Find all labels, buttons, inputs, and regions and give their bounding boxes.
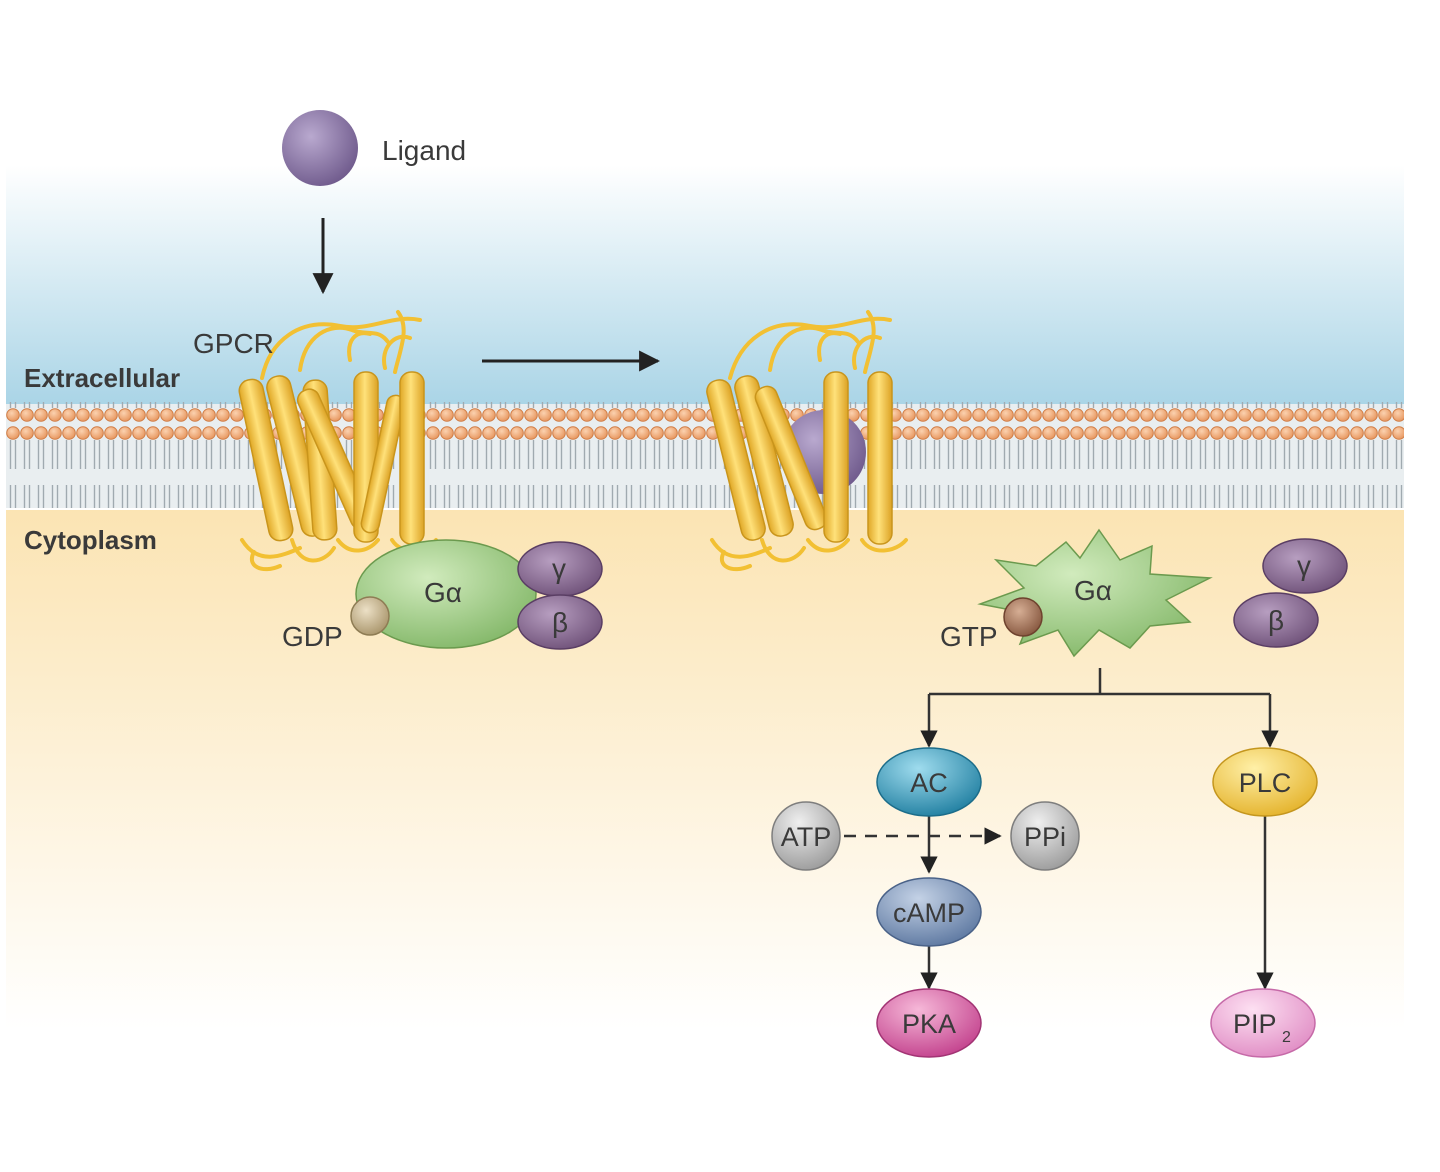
ppi-node [1010,801,1080,871]
ac-node [876,747,982,817]
ac-label: AC [910,768,948,798]
camp-node [876,877,982,947]
gpcr-active-helix-5 [867,371,893,545]
gdp-label: GDP [282,621,343,652]
cytoplasm-label: Cytoplasm [24,525,157,555]
gpcr-active-helix-4 [823,371,849,543]
gpcr-active-helix-2 [734,375,794,537]
gdp-molecule [350,596,390,636]
ppi-label: PPi [1024,822,1066,852]
gpcr-helix-6 [360,394,406,534]
pip2-node [1210,988,1316,1058]
g-gamma-inactive-label: γ [552,553,566,584]
galpha-branch-connector [929,668,1270,696]
plc-label: PLC [1239,768,1292,798]
gpcr-active-helix-1 [706,379,766,541]
gpcr-active-intracellular-loops [710,538,908,572]
pip2-subscript: 2 [1282,1029,1291,1046]
pip2-label: PIP [1233,1009,1277,1039]
g-beta-active-label: β [1268,605,1284,636]
pka-label: PKA [902,1009,956,1039]
pka-node [876,988,982,1058]
extracellular-label: Extracellular [24,363,180,393]
ligand-label: Ligand [382,135,466,166]
extracellular-space [6,165,1404,407]
plasma-membrane [6,402,1404,508]
galpha-active-label: Gα [1074,575,1112,606]
gpcr-intracellular-loops [240,538,438,572]
g-beta-inactive [517,594,603,650]
gtp-label: GTP [940,621,998,652]
gpcr-active-helix-3 [754,385,828,531]
ligand-molecule [282,110,358,186]
g-gamma-active [1262,538,1348,594]
camp-label: cAMP [893,898,965,928]
atp-node [771,801,841,871]
cytoplasm-space [6,510,1404,1030]
g-beta-active [1233,592,1319,648]
gpcr-inactive [238,310,438,572]
g-beta-inactive-label: β [552,607,568,638]
g-gamma-active-label: γ [1297,550,1311,581]
gpcr-helix-1 [238,378,294,542]
gpcr-helix-7 [399,371,425,545]
gpcr-active-extracellular-loops [728,310,892,380]
plc-node [1212,747,1318,817]
gpcr-extracellular-loops [260,310,422,380]
g-protein-inactive: Gα γ β [350,539,603,650]
gpcr-label: GPCR [193,328,274,359]
galpha-inactive [355,539,537,649]
gtp-molecule [1003,597,1043,637]
atp-label: ATP [781,822,832,852]
galpha-inactive-label: Gα [424,577,462,608]
g-protein-active: Gα γ β [977,528,1348,658]
gpcr-active [706,310,908,572]
